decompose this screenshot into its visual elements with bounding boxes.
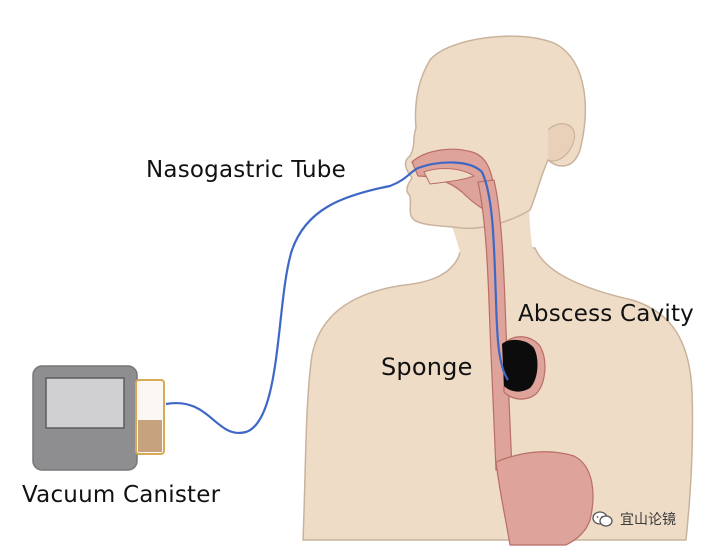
wechat-icon bbox=[592, 511, 613, 527]
label-vacuum-canister: Vacuum Canister bbox=[22, 482, 221, 508]
watermark: 宜山论镜 bbox=[592, 508, 676, 530]
label-sponge: Sponge bbox=[381, 353, 473, 381]
vacuum-device-screen bbox=[45, 377, 125, 429]
label-nasogastric-tube: Nasogastric Tube bbox=[146, 157, 346, 183]
stomach bbox=[495, 451, 594, 546]
nasogastric-tube bbox=[165, 161, 509, 435]
palate bbox=[423, 168, 476, 185]
label-abscess-cavity: Abscess Cavity bbox=[518, 301, 694, 327]
watermark-text: 宜山论镜 bbox=[620, 512, 676, 528]
sponge bbox=[502, 339, 538, 392]
canister-fluid bbox=[138, 420, 162, 452]
ear bbox=[547, 123, 576, 162]
